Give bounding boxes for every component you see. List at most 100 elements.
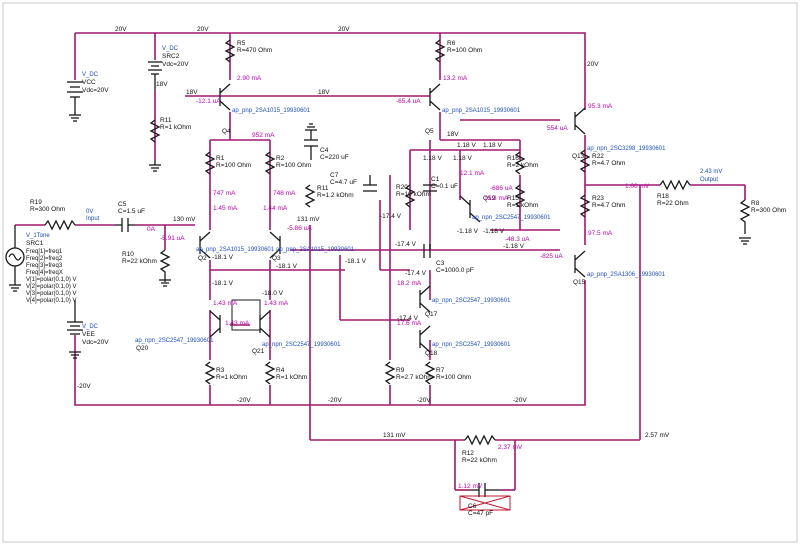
- resistor-value: R=10 kOhm: [396, 191, 431, 198]
- resistor-value: R=22 kOhm: [462, 457, 497, 464]
- transistor-model: ap_pnp_2SA1015_19930601: [196, 247, 275, 253]
- node-voltage: 18V: [156, 81, 168, 88]
- resistor-icon: [739, 199, 751, 234]
- resistor-value: R=2.7 kOhm: [396, 374, 433, 381]
- resistor-ref: R10: [122, 251, 134, 258]
- transistor-ref: Q4: [222, 128, 231, 135]
- node-current: 1.43 mA: [213, 300, 238, 307]
- transistor-icon: [429, 83, 441, 111]
- resistor-ref: R23: [592, 195, 604, 202]
- src1-param: Freq[1]=freq1: [26, 249, 63, 255]
- rail-label: -20V: [417, 397, 431, 404]
- input-label: Input: [86, 216, 100, 222]
- resistor-icon: [384, 361, 396, 385]
- node-voltage: 18V: [186, 89, 198, 96]
- resistor-value: R=100 Ohm: [436, 374, 471, 381]
- src1-param: V[4]=polar(0.1,0) V: [26, 298, 77, 304]
- output-label: Output: [700, 177, 718, 183]
- node-voltage: -18.1 V: [212, 254, 234, 261]
- src1-param: Freq[2]=freq2: [26, 256, 63, 262]
- node-voltage: -17.4 V: [397, 315, 419, 322]
- node-current: -825 uA: [540, 253, 563, 260]
- node-voltage: -18.1 V: [276, 263, 298, 270]
- rail-label: -20V: [513, 397, 527, 404]
- capacitor-value: C=4.7 uF: [330, 179, 357, 186]
- transistor-model: ap_pnp_2SA1015_19930601: [232, 108, 311, 114]
- src1-param: V[3]=polar(0.1,0) V: [26, 291, 77, 297]
- resistor-ref: R11: [160, 117, 172, 124]
- resistor-ref: R9: [396, 367, 405, 374]
- resistor-icon: [579, 149, 591, 173]
- transistor-ref: Q3: [272, 255, 281, 262]
- rail-label: -20V: [328, 397, 342, 404]
- resistor-ref: R3: [216, 367, 225, 374]
- transistor-icon: [419, 285, 431, 313]
- node-voltage: 1.18 V: [423, 155, 442, 162]
- node-current: 17.6 mA: [397, 320, 422, 327]
- rail-label: 20V: [587, 61, 599, 68]
- node-voltage: 18V: [318, 89, 330, 96]
- capacitor-ref: C4: [320, 147, 329, 154]
- ground-icon: [305, 123, 317, 131]
- transistor-icon: [209, 310, 221, 338]
- node-voltage: -18.1 V: [345, 258, 367, 265]
- node-voltage: 130 mV: [173, 216, 196, 223]
- transistor-icon: [269, 231, 281, 259]
- node-current: 747 mA: [213, 190, 236, 197]
- capacitor-value: C=220 uF: [320, 154, 349, 161]
- vee-name: V_DC: [82, 324, 99, 330]
- node-current: -65.4 uA: [396, 98, 421, 105]
- ground-icon: [739, 237, 751, 245]
- wires: [15, 32, 746, 491]
- ground-icon: [159, 279, 171, 287]
- resistor-icon: [579, 194, 591, 218]
- ac-source-icon: [5, 225, 25, 292]
- node-current: 748 mA: [273, 190, 296, 197]
- transistor-model: ap_npn_2SC2547_19930601: [135, 338, 214, 344]
- src1-param: Freq[3]=freq3: [26, 263, 63, 269]
- transistor-ref: Q2: [198, 255, 207, 262]
- vcc-name: V_DC: [82, 72, 99, 78]
- resistor-ref: R6: [447, 40, 456, 47]
- resistor-ref: R20: [396, 184, 408, 191]
- capacitor-ref: C7: [330, 172, 339, 179]
- resistor-icon: [424, 361, 436, 385]
- mirror-box: [231, 299, 261, 331]
- resistor-value: R=300 Ohm: [751, 207, 786, 214]
- capacitor-icon: [423, 244, 431, 258]
- node-current: 1.45 mA: [213, 205, 238, 212]
- node-voltage: 131 mV: [297, 216, 320, 223]
- node-voltage: 18V: [447, 131, 459, 138]
- src2-ref: SRC2: [162, 53, 180, 60]
- src1-param: Freq[4]=freqX: [26, 270, 63, 276]
- src1-name: V_1Tone: [26, 233, 50, 239]
- rail-label: -20V: [237, 397, 251, 404]
- transistor-model: ap_pnp_2SA1306_19930601: [587, 272, 666, 278]
- vee-ref: VEE: [82, 331, 96, 338]
- resistor-value: R=22 Ohm: [657, 200, 689, 207]
- capacitor-icon: [470, 483, 500, 497]
- node-current: -686 uA: [490, 185, 513, 192]
- battery-icon: [67, 300, 83, 335]
- node-current: 12.1 mA: [460, 170, 485, 177]
- resistor-ref: R7: [436, 367, 445, 374]
- resistor-ref: R12: [462, 450, 474, 457]
- transistor-model: ap_npn_2SC2547_19930601: [432, 298, 511, 304]
- resistor-ref: R1: [216, 155, 225, 162]
- node-voltage: 1.18 V: [453, 155, 472, 162]
- resistor-ref: R16: [507, 155, 519, 162]
- node-voltage: -18.0 V: [262, 290, 284, 297]
- transistor-icon: [459, 195, 481, 223]
- resistor-icon: [404, 184, 416, 208]
- resistor-value: R=1 kOhm: [276, 374, 307, 381]
- resistor-ref: R15: [507, 195, 519, 202]
- resistor-icon: [264, 151, 276, 175]
- transistor-icon: [219, 83, 231, 111]
- resistor-ref: R4: [276, 367, 285, 374]
- src1-param: V[2]=polar(0.1,0) V: [26, 284, 77, 290]
- transistor-ref: Q13: [572, 153, 585, 160]
- transistor-ref: Q15: [573, 279, 586, 286]
- resistor-value: R=1 kOhm: [507, 202, 538, 209]
